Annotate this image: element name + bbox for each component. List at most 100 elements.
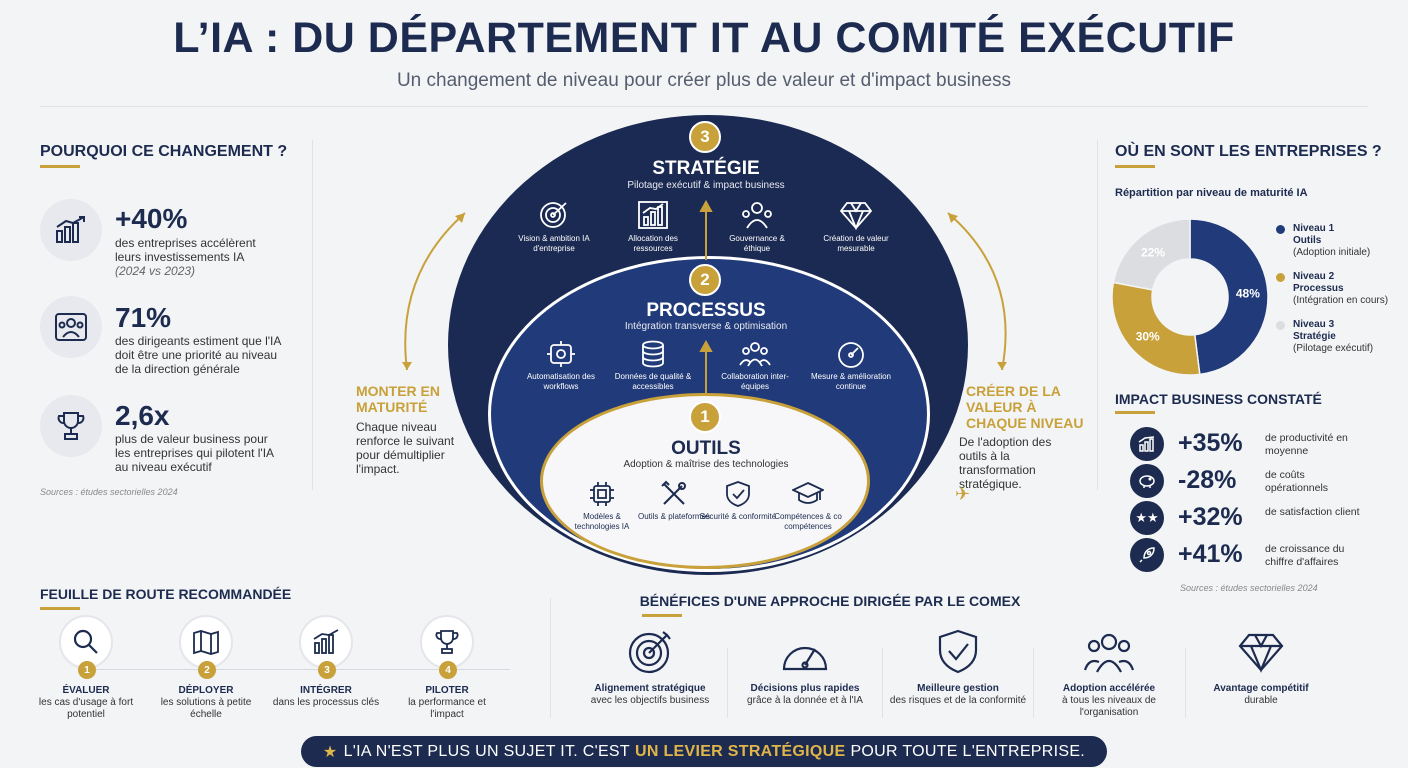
gauge-icon: [810, 340, 892, 368]
stat-value: +40%: [115, 203, 188, 234]
maturity-heading: OÙ EN SONT LES ENTREPRISES ?: [1115, 143, 1382, 160]
impact-text: de productivité en moyenne: [1265, 432, 1348, 457]
benefit-divider: [727, 648, 728, 718]
level-1-feature: Sécurité & conformité: [697, 480, 779, 522]
page-subtitle: Un changement de niveau pour créer plus …: [396, 70, 1012, 91]
roadmap-line: [80, 669, 510, 670]
legend-swatch: [1276, 273, 1285, 282]
tools-icon: [633, 480, 715, 508]
level-2-subtitle: Intégration transverse & optimisation: [624, 321, 788, 332]
level-3-title: STRATÉGIE: [652, 158, 760, 179]
level-2-feature: Collaboration inter-équipes: [714, 340, 796, 392]
legend-swatch: [1276, 225, 1285, 234]
level-1-subtitle: Adoption & maîtrise des technologies: [623, 459, 789, 470]
right-side-text: De l'adoption des outils à la transforma…: [959, 435, 1052, 491]
level-1-title: OUTILS: [671, 438, 741, 459]
left-divider: [312, 140, 313, 490]
roadmap-heading: FEUILLE DE ROUTE RECOMMANDÉE: [40, 586, 292, 602]
rocket-icon: [1130, 538, 1164, 572]
up-arrows-icon: [699, 200, 713, 395]
right-divider: [1097, 140, 1098, 490]
roadmap-heading-underline: [40, 607, 80, 610]
stat-value: 71%: [115, 302, 172, 333]
rocket-icon: ✈: [955, 484, 971, 504]
banner-text: POUR TOUTE L'ENTREPRISE.: [850, 742, 1086, 760]
maturity-arrow-icon: [402, 212, 466, 371]
donut-label: 48%: [1236, 286, 1260, 300]
speedometer-icon: [735, 627, 875, 677]
rising-chart-icon: [40, 199, 102, 261]
integration-chart-icon: [299, 615, 353, 669]
level-3-feature: Allocation des ressources: [612, 200, 694, 254]
level-3-feature: Vision & ambition IA d'entreprise: [513, 200, 595, 254]
why-heading-underline: [40, 165, 80, 168]
diamond-icon: [1191, 627, 1331, 677]
step-number: 1: [78, 661, 96, 679]
shield-icon: [697, 480, 779, 508]
level-3-feature: Création de valeur mesurable: [815, 200, 897, 254]
banner-text: L'IA N'EST PLUS UN SUJET IT. C'EST: [343, 742, 630, 760]
shield-check-icon: [888, 627, 1028, 677]
level-2-feature: Mesure & amélioration continue: [810, 340, 892, 392]
level-1-badge: 1: [689, 401, 721, 433]
benefits-heading: BÉNÉFICES D'UNE APPROCHE DIRIGÉE PAR LE …: [639, 593, 1021, 609]
left-side-heading: MONTER EN MATURITÉ: [356, 383, 440, 415]
donut-slice: [1111, 281, 1201, 376]
level-1-feature: Compétences & co compétences: [767, 480, 849, 532]
level-2-feature: Automatisation des workflows: [520, 340, 602, 392]
executives-icon: [40, 296, 102, 358]
maturity-heading-underline: [1115, 165, 1155, 168]
impact-value: -28%: [1178, 466, 1237, 494]
level-1-feature: Modèles & technologies IA: [561, 480, 643, 532]
stat-text: plus de valeur business pour les entrepr…: [115, 432, 274, 474]
star-icon: ★: [322, 743, 338, 761]
graduation-cap-icon: [767, 480, 849, 508]
stars-icon: ★★: [1130, 501, 1164, 535]
stat-text: des entreprises accélèrent leurs investi…: [115, 236, 256, 278]
why-source: Sources : études sectorielles 2024: [40, 487, 178, 497]
impact-value: +41%: [1178, 540, 1243, 568]
target-icon: [513, 200, 595, 230]
donut-label: 22%: [1141, 245, 1165, 259]
donut-slice: [1189, 218, 1269, 376]
impact-text: de croissance du chiffre d'affaires: [1265, 543, 1345, 568]
impact-value: +32%: [1178, 503, 1243, 531]
impact-text: de coûts opérationnels: [1265, 469, 1329, 494]
stat-value: 2,6x: [115, 400, 170, 431]
workflow-icon: [520, 340, 602, 368]
trophy-icon: [40, 395, 102, 457]
level-3-badge: 3: [689, 121, 721, 153]
impact-value: +35%: [1178, 429, 1243, 457]
header-divider: [40, 106, 1368, 107]
banner-highlight: UN LEVIER STRATÉGIQUE: [634, 742, 846, 760]
benefits-heading-underline: [642, 614, 682, 617]
step-number: 4: [439, 661, 457, 679]
governance-icon: [716, 200, 798, 230]
team-icon: [714, 340, 796, 368]
level-3-feature: Gouvernance & éthique: [716, 200, 798, 254]
chart-title: Répartition par niveau de maturité IA: [1115, 187, 1308, 199]
impact-source: Sources : études sectorielles 2024: [1180, 583, 1318, 593]
bar-chart-icon: [612, 200, 694, 230]
piggy-bank-icon: [1130, 464, 1164, 498]
benefit-divider: [1033, 648, 1034, 718]
benefit-divider: [882, 648, 883, 718]
growth-icon: [1130, 427, 1164, 461]
people-icon: [1039, 627, 1179, 677]
right-side-heading: CRÉER DE LA VALEUR À CHAQUE NIVEAU: [966, 383, 1084, 431]
impact-heading: IMPACT BUSINESS CONSTATÉ: [1115, 391, 1322, 407]
chip-icon: [561, 480, 643, 508]
map-icon: [179, 615, 233, 669]
level-2-badge: 2: [689, 264, 721, 296]
